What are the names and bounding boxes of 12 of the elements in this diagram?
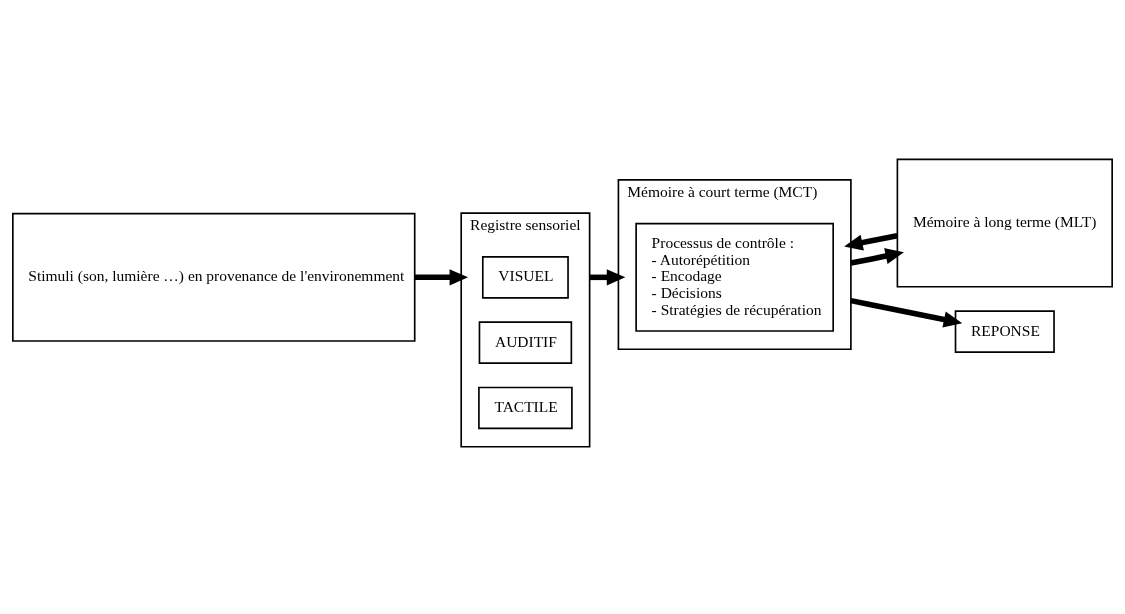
node-box: Mémoire à long terme (MLT)	[896, 158, 1113, 288]
node-box: AUDITIF	[478, 320, 573, 364]
node-box: REPONSE	[954, 309, 1055, 353]
node-box: VISUEL	[481, 255, 569, 299]
arrow	[414, 268, 469, 285]
arrow	[589, 268, 626, 285]
arrow	[850, 297, 963, 327]
arrow	[850, 247, 904, 266]
node-box: Processus de contrôle : - Autorépétition - Encodage - Décisions - Stratégies de récupération	[635, 222, 834, 332]
arrow	[844, 232, 898, 250]
node-box: TACTILE	[478, 386, 573, 429]
node-box: Stimuli (son, lumière …) en provenance de l'environemment	[12, 212, 416, 342]
